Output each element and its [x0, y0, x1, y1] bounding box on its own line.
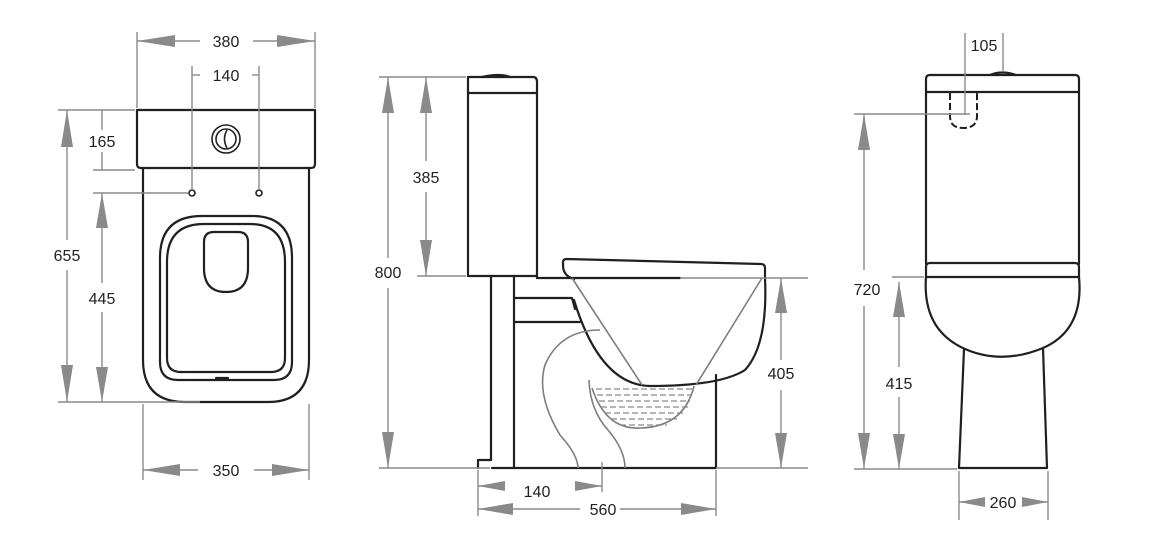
arrow-icon — [143, 464, 180, 476]
top-view-pan — [141, 167, 311, 404]
arrow-icon — [681, 503, 716, 515]
pan-rib-top — [512, 296, 577, 311]
side-view-seat — [561, 257, 767, 281]
trap-inner-hidden-line — [588, 379, 626, 469]
dim-380: 380 — [213, 34, 240, 51]
fixing-hole-left — [188, 189, 196, 197]
arrow-icon — [893, 282, 905, 317]
bowl-cone-left — [571, 277, 643, 386]
arrow-icon — [893, 434, 905, 469]
top-view-seat-inner — [165, 222, 287, 374]
arrow-icon — [858, 433, 870, 469]
arrow-icon — [478, 503, 513, 515]
arrow-icon — [420, 77, 432, 113]
arrow-icon — [61, 365, 73, 402]
dim-720: 720 — [854, 282, 881, 299]
arrow-icon — [1022, 497, 1048, 507]
arrow-icon — [272, 464, 309, 476]
dim-560: 560 — [590, 502, 617, 519]
pan-back-wall — [476, 274, 493, 470]
fixing-hole-right — [255, 189, 263, 197]
side-view: 800 385 405 140 560 — [375, 73, 808, 519]
top-view: 380 140 165 655 445 350 — [54, 32, 317, 480]
dim-405: 405 — [768, 366, 795, 383]
bowl-cone-right — [695, 277, 763, 386]
dim-350: 350 — [213, 463, 240, 480]
arrow-icon — [775, 433, 787, 468]
top-view-bowl-opening — [202, 230, 250, 294]
side-flush-button — [480, 73, 512, 79]
front-view: 105 720 415 260 — [854, 33, 1081, 520]
dim-800: 800 — [375, 265, 402, 282]
arrow-icon — [575, 481, 602, 491]
arrow-icon — [96, 193, 108, 228]
water-hatch — [596, 388, 693, 426]
arrow-icon — [137, 35, 175, 47]
arrow-icon — [858, 114, 870, 150]
front-view-pedestal — [957, 346, 1049, 470]
dim-140-side: 140 — [524, 484, 551, 501]
flush-button-divider — [223, 129, 228, 149]
top-view-cistern — [135, 108, 317, 170]
flush-button-inner-icon — [215, 128, 237, 150]
arrow-icon — [277, 35, 315, 47]
dim-140-top: 140 — [213, 68, 240, 85]
flush-button-icon — [211, 124, 241, 154]
front-view-seat — [924, 261, 1081, 278]
arrow-icon — [61, 110, 73, 147]
dim-105: 105 — [971, 38, 998, 55]
inlet-hidden-outline — [949, 93, 978, 130]
side-view-bowl — [572, 276, 767, 388]
side-view-cistern — [466, 75, 539, 280]
dim-415: 415 — [886, 376, 913, 393]
arrow-icon — [775, 278, 787, 313]
front-flush-button — [988, 71, 1018, 77]
arrow-icon — [478, 481, 505, 491]
front-view-bowl — [924, 275, 1081, 358]
front-view-cistern — [924, 73, 1081, 266]
arrow-icon — [382, 432, 394, 468]
dim-445: 445 — [89, 291, 116, 308]
arrow-icon — [382, 77, 394, 113]
dim-165: 165 — [89, 134, 116, 151]
arrow-icon — [96, 367, 108, 402]
dim-385: 385 — [413, 170, 440, 187]
dim-260: 260 — [990, 495, 1017, 512]
arrow-icon — [420, 240, 432, 276]
dim-655: 655 — [54, 248, 81, 265]
arrow-icon — [959, 497, 985, 507]
top-view-seat-outer — [158, 214, 294, 382]
trap-hidden-line — [541, 329, 601, 469]
